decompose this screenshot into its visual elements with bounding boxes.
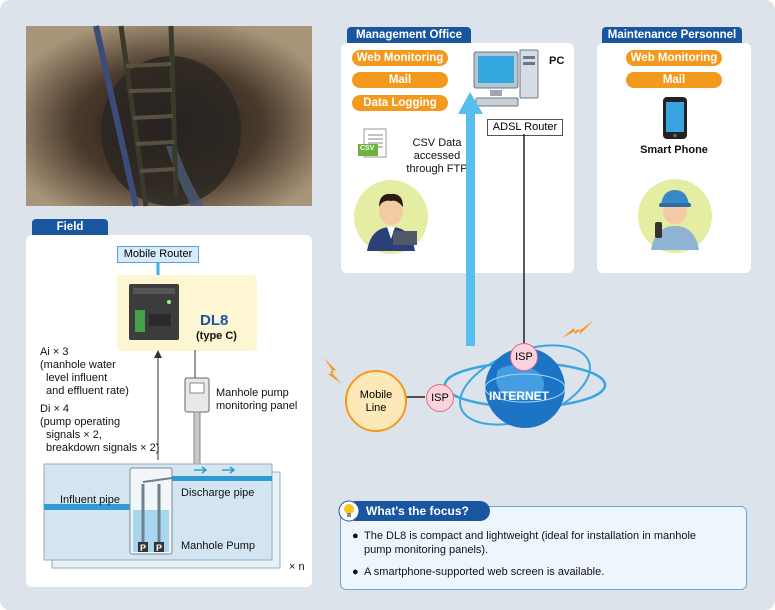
ai-text-line-4: and effluent rate) bbox=[46, 385, 129, 397]
dl8-type: (type C) bbox=[196, 330, 237, 342]
dl8-device-icon bbox=[129, 284, 179, 340]
internet-label: INTERNET bbox=[489, 389, 549, 403]
lightning-icon-left bbox=[324, 358, 342, 384]
focus-bullet-2-dot: ● bbox=[352, 566, 359, 578]
csv-text-line-1: CSV Data bbox=[412, 137, 462, 149]
csv-text-line-3: through FTP bbox=[406, 163, 468, 175]
manhole-cross-section bbox=[43, 463, 281, 569]
dl8-name: DL8 bbox=[200, 312, 229, 329]
focus-bullet-1-line-2: pump monitoring panels). bbox=[364, 544, 489, 556]
di-text-line-2: (pump operating bbox=[40, 416, 121, 428]
di-text-line-4: breakdown signals × 2) bbox=[46, 442, 160, 454]
csv-file-icon bbox=[358, 128, 387, 158]
management-pill-mail: Mail bbox=[352, 72, 448, 88]
focus-title: What's the focus? bbox=[366, 504, 469, 518]
signal-arrow bbox=[154, 350, 162, 460]
smart-phone-label: Smart Phone bbox=[640, 144, 708, 156]
pump-letter-1: P bbox=[140, 543, 147, 553]
focus-bullet-2-line-1: A smartphone-supported web screen is ava… bbox=[364, 566, 605, 578]
lightbulb-icon bbox=[338, 500, 360, 522]
pump-letter-2: P bbox=[156, 543, 163, 553]
mobile-line-text-1: Mobile bbox=[359, 389, 393, 401]
office-worker-icon bbox=[354, 180, 428, 254]
pc-label: PC bbox=[549, 55, 565, 67]
focus-title-bar bbox=[346, 501, 490, 521]
influent-pipe-label: Influent pipe bbox=[60, 494, 120, 506]
isp-node-mobile: ISP bbox=[426, 384, 454, 412]
mobile-line-node: Mobile Line bbox=[345, 370, 407, 432]
ai-text-line-1: Ai × 3 bbox=[40, 346, 69, 358]
panel-label-line-1: Manhole pump bbox=[216, 387, 289, 399]
manhole-pump-label: Manhole Pump bbox=[181, 540, 255, 552]
management-pill-web-monitoring: Web Monitoring bbox=[352, 50, 448, 66]
maintenance-worker-icon bbox=[638, 179, 712, 253]
management-pill-data-logging: Data Logging bbox=[352, 95, 448, 111]
multiplier-label: × n bbox=[289, 561, 305, 573]
tab-management-office: Management Office bbox=[347, 27, 471, 43]
focus-bullet-1-line-1: The DL8 is compact and lightweight (idea… bbox=[364, 530, 697, 542]
panel-pole-line bbox=[194, 350, 196, 378]
csv-icon-text: CSV bbox=[360, 145, 375, 152]
di-text-line-1: Di × 4 bbox=[40, 403, 70, 415]
pc-icon bbox=[473, 49, 539, 107]
smartphone-icon bbox=[663, 97, 687, 139]
isp-node-router: ISP bbox=[510, 343, 538, 371]
tab-field: Field bbox=[32, 219, 108, 235]
discharge-pipe-label: Discharge pipe bbox=[181, 487, 255, 499]
lightning-icon-right bbox=[562, 320, 594, 338]
tab-maintenance-personnel: Maintenance Personnel bbox=[602, 27, 742, 43]
maintenance-pill-web-monitoring: Web Monitoring bbox=[626, 50, 722, 66]
panel-label-line-2: monitoring panel bbox=[216, 400, 298, 412]
adsl-router-box: ADSL Router bbox=[487, 119, 563, 136]
mobile-line-text-2: Line bbox=[365, 402, 387, 414]
maintenance-pill-mail: Mail bbox=[626, 72, 722, 88]
csv-text-line-2: accessed bbox=[413, 150, 461, 162]
focus-bullet-1-dot: ● bbox=[352, 530, 359, 542]
ai-text-line-3: level influent bbox=[46, 372, 108, 384]
ai-text-line-2: (manhole water bbox=[40, 359, 116, 371]
di-text-line-3: signals × 2, bbox=[46, 429, 102, 441]
manhole-photo bbox=[26, 25, 312, 207]
pump-monitoring-panel-icon bbox=[184, 377, 210, 467]
